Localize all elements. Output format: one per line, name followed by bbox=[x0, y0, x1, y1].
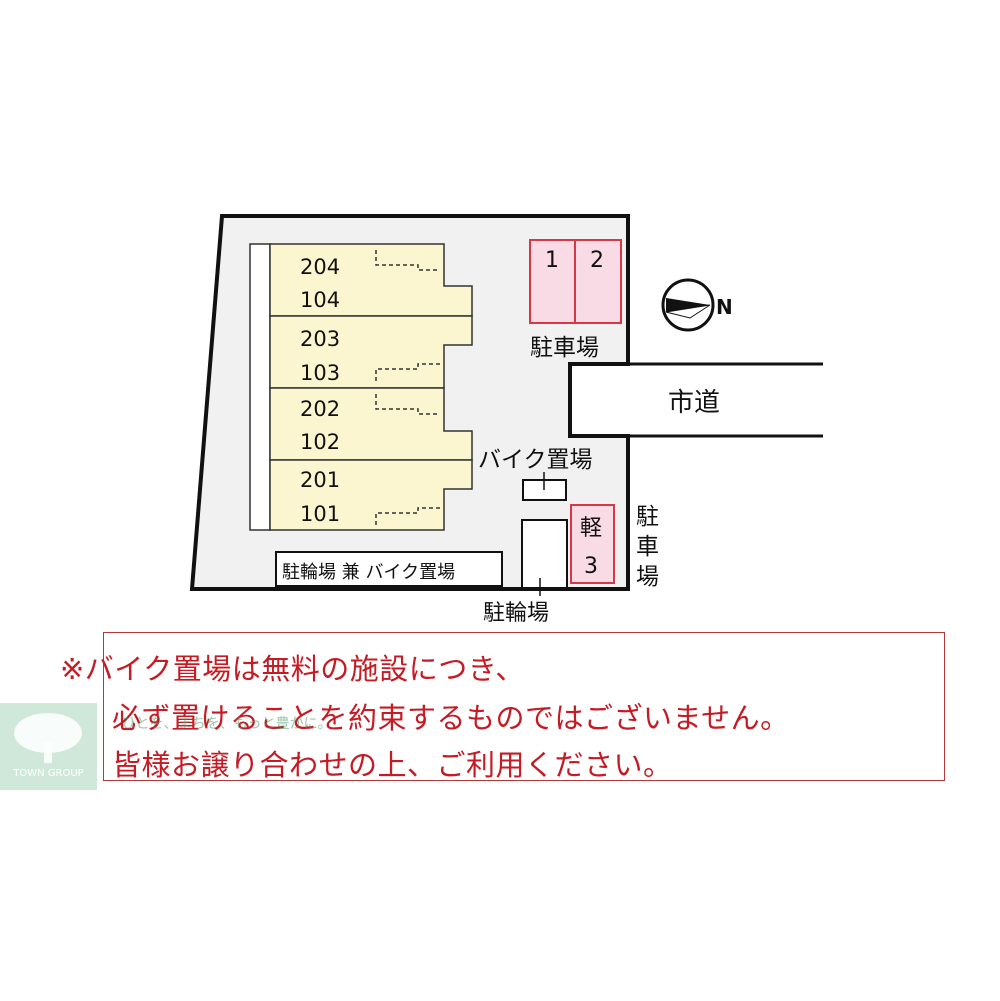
stair-line bbox=[375, 363, 440, 381]
parking-space-1 bbox=[529, 239, 576, 324]
notice-box bbox=[103, 632, 945, 781]
notice-line-2: 必ず置けることを約束するものではございません。 bbox=[112, 701, 790, 735]
brand-watermark-label: TOWN GROUP bbox=[13, 768, 84, 779]
brand-watermark-tagline: ひとを、まちを、もっと豊かに。 bbox=[122, 716, 332, 732]
unit-label: 104 bbox=[300, 288, 340, 312]
unit-label: 203 bbox=[300, 327, 340, 351]
unit-label: 201 bbox=[300, 468, 340, 492]
unit-label: 202 bbox=[300, 397, 340, 421]
bicycle-bike-area bbox=[275, 551, 503, 587]
parking-space-kei-label: 軽 bbox=[580, 516, 602, 541]
side-parking-label-char-2: 車 bbox=[636, 534, 659, 560]
side-parking-label-char-3: 場 bbox=[636, 564, 659, 590]
parking-space-kei-3 bbox=[570, 504, 615, 584]
stair-line bbox=[375, 250, 440, 271]
tree-logo-icon bbox=[14, 713, 82, 763]
road-label: 市道 bbox=[668, 388, 720, 418]
bike-parking-label: バイク置場 bbox=[478, 447, 593, 473]
stair-line bbox=[375, 507, 440, 525]
notice-line-1: ※バイク置場は無料の施設につき、 bbox=[60, 652, 525, 686]
unit-block-201-101 bbox=[269, 459, 473, 531]
unit-label: 103 bbox=[300, 361, 340, 385]
building-side-strip bbox=[249, 243, 271, 531]
unit-label: 102 bbox=[300, 430, 340, 454]
stair-line bbox=[375, 394, 440, 415]
compass-icon bbox=[661, 278, 715, 332]
parking-space-1-label: 1 bbox=[545, 248, 559, 273]
bicycle-bike-area-label: 駐輪場 兼 バイク置場 bbox=[282, 562, 455, 583]
bicycle-parking-label: 駐輪場 bbox=[483, 601, 549, 626]
parking-space-3-label: 3 bbox=[584, 554, 598, 579]
bicycle-parking-space bbox=[521, 519, 568, 589]
parking-space-2 bbox=[574, 239, 622, 324]
side-parking-label-char-1: 駐 bbox=[636, 504, 659, 530]
unit-label: 204 bbox=[300, 255, 340, 279]
brand-watermark bbox=[0, 703, 97, 790]
city-road bbox=[568, 362, 823, 438]
building: 204 104 203 103 202 102 201 101 bbox=[269, 243, 473, 531]
unit-label: 101 bbox=[300, 502, 340, 526]
parking-label: 駐車場 bbox=[530, 335, 599, 361]
notice-line-3: 皆様お譲り合わせの上、ご利用ください。 bbox=[112, 748, 673, 782]
parking-space-2-label: 2 bbox=[590, 248, 604, 273]
compass-north-label: N bbox=[716, 295, 733, 319]
